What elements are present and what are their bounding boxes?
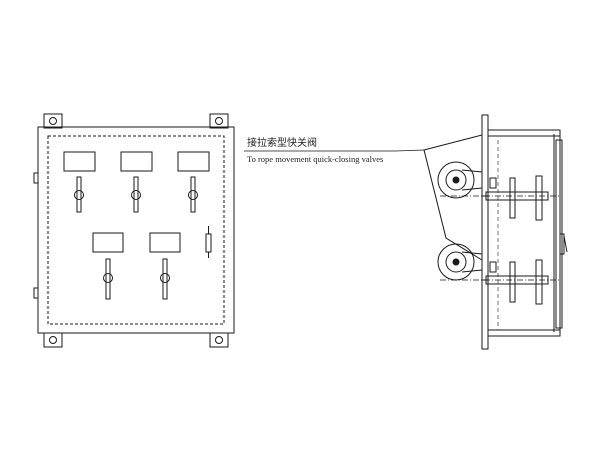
label-window-4: [92, 232, 124, 253]
side-door-handle: [559, 233, 565, 255]
side-view: [423, 114, 568, 350]
callout: 接拉索型快关阀 To rope movement quick-closing v…: [244, 136, 425, 164]
valve-handle-5: [160, 258, 170, 300]
cabinet-outline: [37, 126, 235, 334]
mounting-lug-top-right: [209, 113, 229, 129]
valve-handle-4: [103, 258, 113, 300]
mounting-lug-bottom-right: [209, 332, 229, 348]
pulley-lower: [437, 243, 483, 281]
valve-handle-2: [131, 176, 141, 213]
side-valve-lower: [482, 259, 549, 305]
label-window-1: [63, 151, 96, 172]
latch-icon: [205, 226, 212, 258]
front-view: [33, 113, 235, 348]
pulley-upper: [437, 161, 483, 199]
callout-label-cn: 接拉索型快关阀: [247, 136, 317, 149]
mounting-bracket: [423, 134, 483, 261]
hinge-upper: [33, 172, 39, 184]
callout-label-en: To rope movement quick-closing valves: [247, 154, 383, 164]
side-valve-upper: [482, 175, 549, 221]
label-window-5: [149, 232, 181, 253]
mounting-lug-top-left: [43, 113, 63, 129]
hinge-lower: [33, 287, 39, 299]
label-window-2: [120, 151, 153, 172]
side-cabinet-body: [487, 129, 561, 337]
label-window-3: [177, 151, 210, 172]
leader-line: [244, 149, 425, 152]
valve-handle-3: [188, 176, 198, 213]
mounting-lug-bottom-left: [43, 332, 63, 348]
valve-handle-1: [74, 176, 84, 213]
wall-plate: [481, 114, 489, 350]
cabinet-inner-dashed: [47, 135, 225, 325]
